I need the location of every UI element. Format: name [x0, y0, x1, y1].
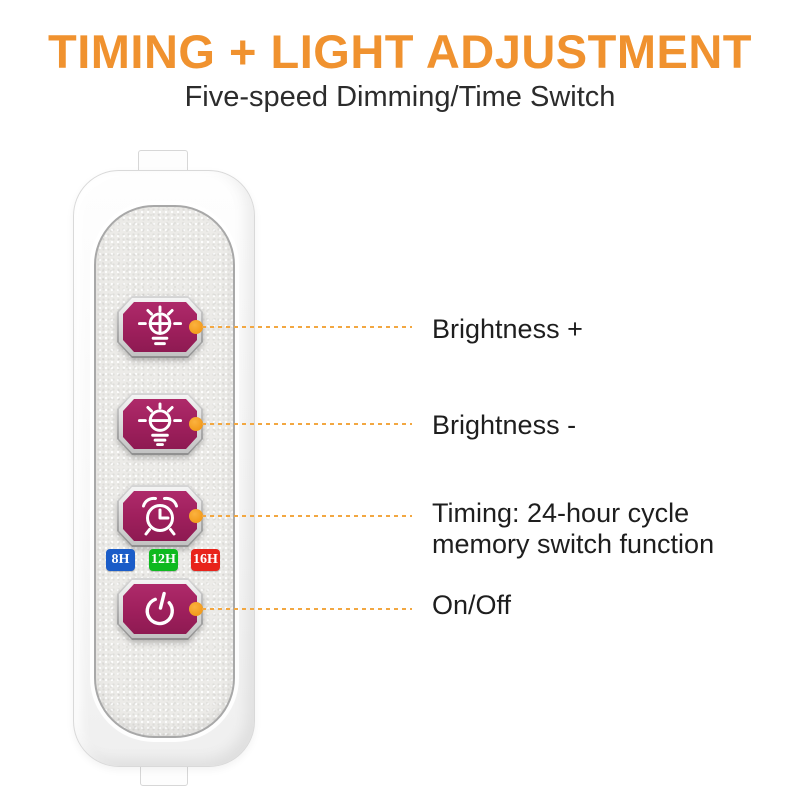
- callout-dot-timing: [189, 509, 203, 523]
- label-brightness-up: Brightness +: [432, 314, 583, 344]
- page-title: TIMING + LIGHT ADJUSTMENT: [47, 25, 752, 78]
- page-subtitle: Five-speed Dimming/Time Switch: [184, 81, 616, 113]
- bulb-brightness-up-icon: [135, 305, 185, 350]
- brightness-up-button[interactable]: [117, 296, 203, 358]
- button-face: [123, 302, 197, 352]
- timer-badge-8h: 8H: [106, 549, 135, 571]
- callout-dot-power: [189, 602, 203, 616]
- bulb-brightness-down-icon: [135, 402, 185, 447]
- callout-line-power: [202, 608, 412, 610]
- callout-line-brightness-down: [202, 423, 412, 425]
- timing-button[interactable]: [117, 485, 203, 547]
- label-timing-line2: memory switch function: [432, 529, 715, 559]
- label-timing-line1: Timing: 24-hour cycle: [432, 498, 690, 528]
- label-brightness-down: Brightness -: [432, 410, 577, 440]
- callout-line-timing: [202, 515, 412, 517]
- label-timing: Timing: 24-hour cycle memory switch func…: [432, 498, 714, 560]
- button-face: [123, 584, 197, 634]
- timer-badge-12h: 12H: [149, 549, 178, 571]
- button-face: [123, 399, 197, 449]
- callout-line-brightness-up: [202, 326, 412, 328]
- brightness-down-button[interactable]: [117, 393, 203, 455]
- alarm-clock-icon: [135, 493, 185, 539]
- power-button[interactable]: [117, 578, 203, 640]
- callout-dot-brightness-down: [189, 417, 203, 431]
- callout-dot-brightness-up: [189, 320, 203, 334]
- power-icon: [135, 586, 185, 632]
- button-face: [123, 491, 197, 541]
- label-power: On/Off: [432, 590, 512, 620]
- timer-badge-16h: 16H: [191, 549, 220, 571]
- controller-textured-panel: [94, 205, 235, 738]
